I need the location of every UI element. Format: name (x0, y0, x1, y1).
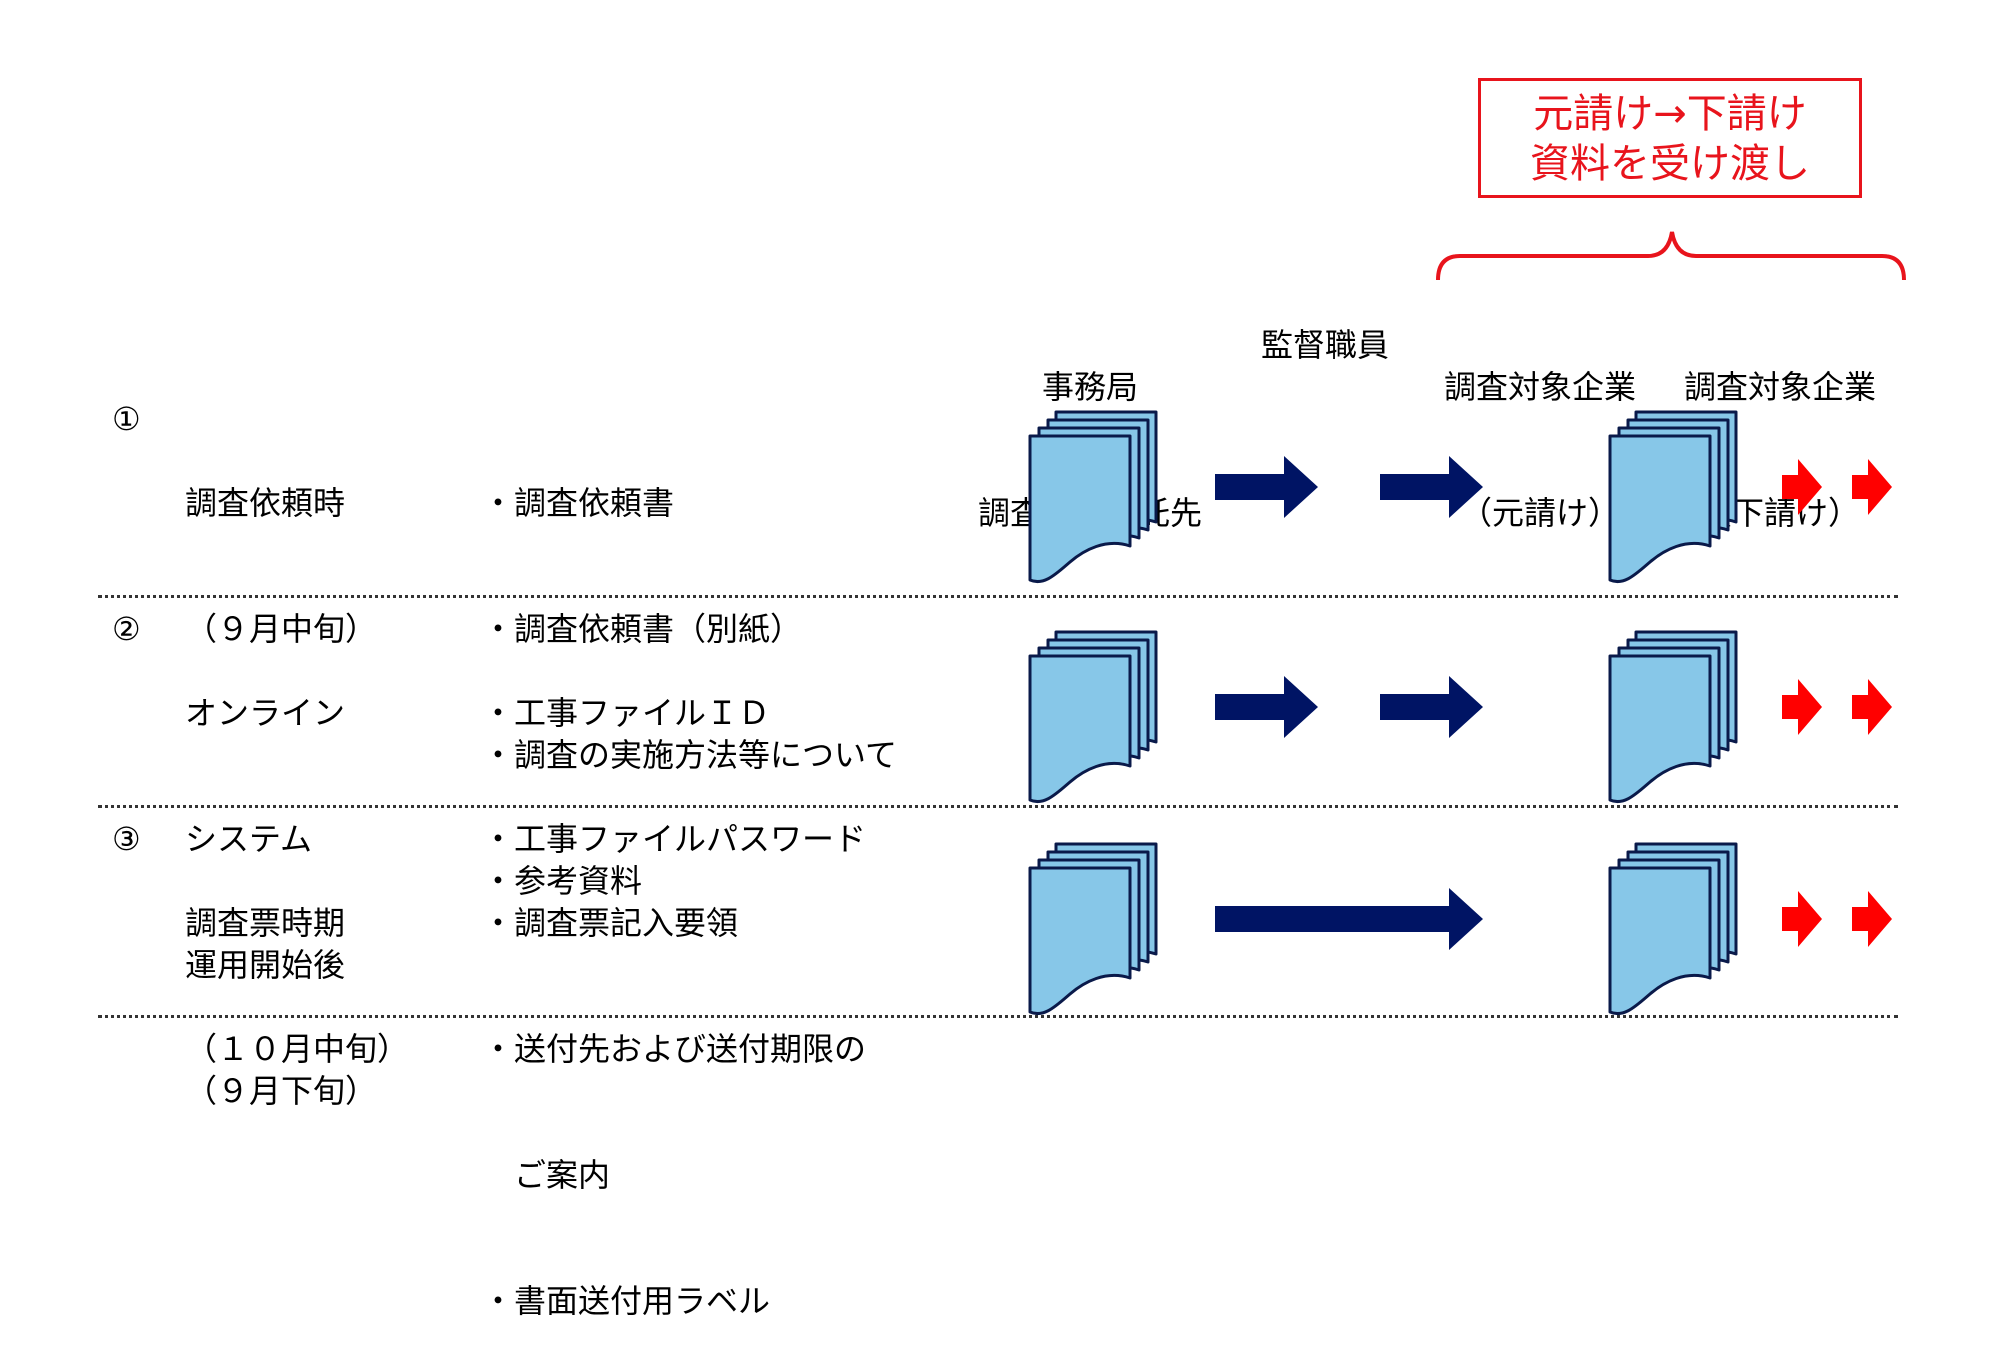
row-3-number: ③ (112, 820, 141, 858)
row-1-arrow-to-prime (1380, 456, 1483, 518)
row-2-red-arrow-icon (1852, 679, 1892, 735)
row-1-stage: 調査依頼時 （９月中旬） (185, 398, 377, 692)
header-prime-line1: 調査対象企業 (1443, 368, 1636, 406)
row-2-stage-line2: システム (185, 820, 313, 858)
row-3-arrow-to-prime (1215, 888, 1483, 950)
row-2-red-arrow-icon (1782, 679, 1822, 735)
callout-line-1: 元請け→下請け (1533, 91, 1807, 137)
row-3-prime-docs-icon (1608, 842, 1738, 1016)
row-1-number: ① (112, 400, 141, 438)
row-1-arrow-to-supervisor (1215, 456, 1318, 518)
row-3-secretariat-docs-icon (1028, 842, 1158, 1016)
row-2-arrow-to-supervisor (1215, 676, 1318, 738)
header-prime-contractor: 調査対象企業 （元請け） (1405, 282, 1675, 576)
row-2-item: ・工事ファイルパスワード (482, 820, 867, 858)
row-1-red-arrow-icon (1782, 459, 1822, 515)
row-1-secretariat-docs-icon (1028, 410, 1158, 584)
row-3-red-arrow-icon (1852, 891, 1892, 947)
row-2-arrow-to-prime (1380, 676, 1483, 738)
callout-line-2: 資料を受け渡し (1530, 141, 1810, 187)
row-1-prime-docs-icon (1608, 410, 1738, 584)
row-1-items: ・調査依頼書 ・調査依頼書（別紙） ・調査の実施方法等について ・参考資料 (482, 398, 897, 944)
row-2-secretariat-docs-icon (1028, 630, 1158, 804)
row-1-item: ・調査依頼書 (482, 484, 675, 522)
header-sub-line1: 調査対象企業 (1683, 368, 1876, 406)
row-2-item: ・工事ファイルＩＤ (482, 694, 771, 732)
row-2-prime-docs-icon (1608, 630, 1738, 804)
row-2-number: ② (112, 610, 141, 648)
company-bracket (1436, 231, 1906, 281)
row-1-stage-line1: 調査依頼時 (185, 484, 346, 522)
row-divider (98, 805, 1898, 808)
row-3-item: ・調査票記入要領 (482, 904, 739, 942)
row-3-item: ご案内 (482, 1156, 611, 1194)
header-prime-line2: （元請け） (1459, 494, 1620, 532)
row-1-item: ・調査依頼書（別紙） (482, 610, 803, 648)
header-secretariat-line1: 事務局 (1041, 368, 1138, 406)
handover-callout: 元請け→下請け 資料を受け渡し (1478, 78, 1862, 198)
row-3-stage-line1: 調査票時期 (185, 904, 346, 942)
row-3-item: ・書面送付用ラベル (482, 1282, 771, 1320)
row-2-stage-line3: 運用開始後 (185, 946, 346, 984)
flow-graphics (1028, 231, 1906, 1016)
row-divider (98, 1015, 1898, 1018)
row-1-item: ・調査の実施方法等について (482, 736, 898, 774)
row-divider (98, 595, 1898, 598)
row-2-items: ・工事ファイルＩＤ ・工事ファイルパスワード (482, 608, 866, 902)
row-1-item: ・参考資料 (482, 862, 643, 900)
row-2-stage-line1: オンライン (185, 694, 346, 732)
row-3-red-arrow-icon (1782, 891, 1822, 947)
row-1-stage-line2: （９月中旬） (185, 610, 378, 648)
header-supervisor: 監督職員 (1260, 326, 1389, 364)
row-1-red-arrow-icon (1852, 459, 1892, 515)
